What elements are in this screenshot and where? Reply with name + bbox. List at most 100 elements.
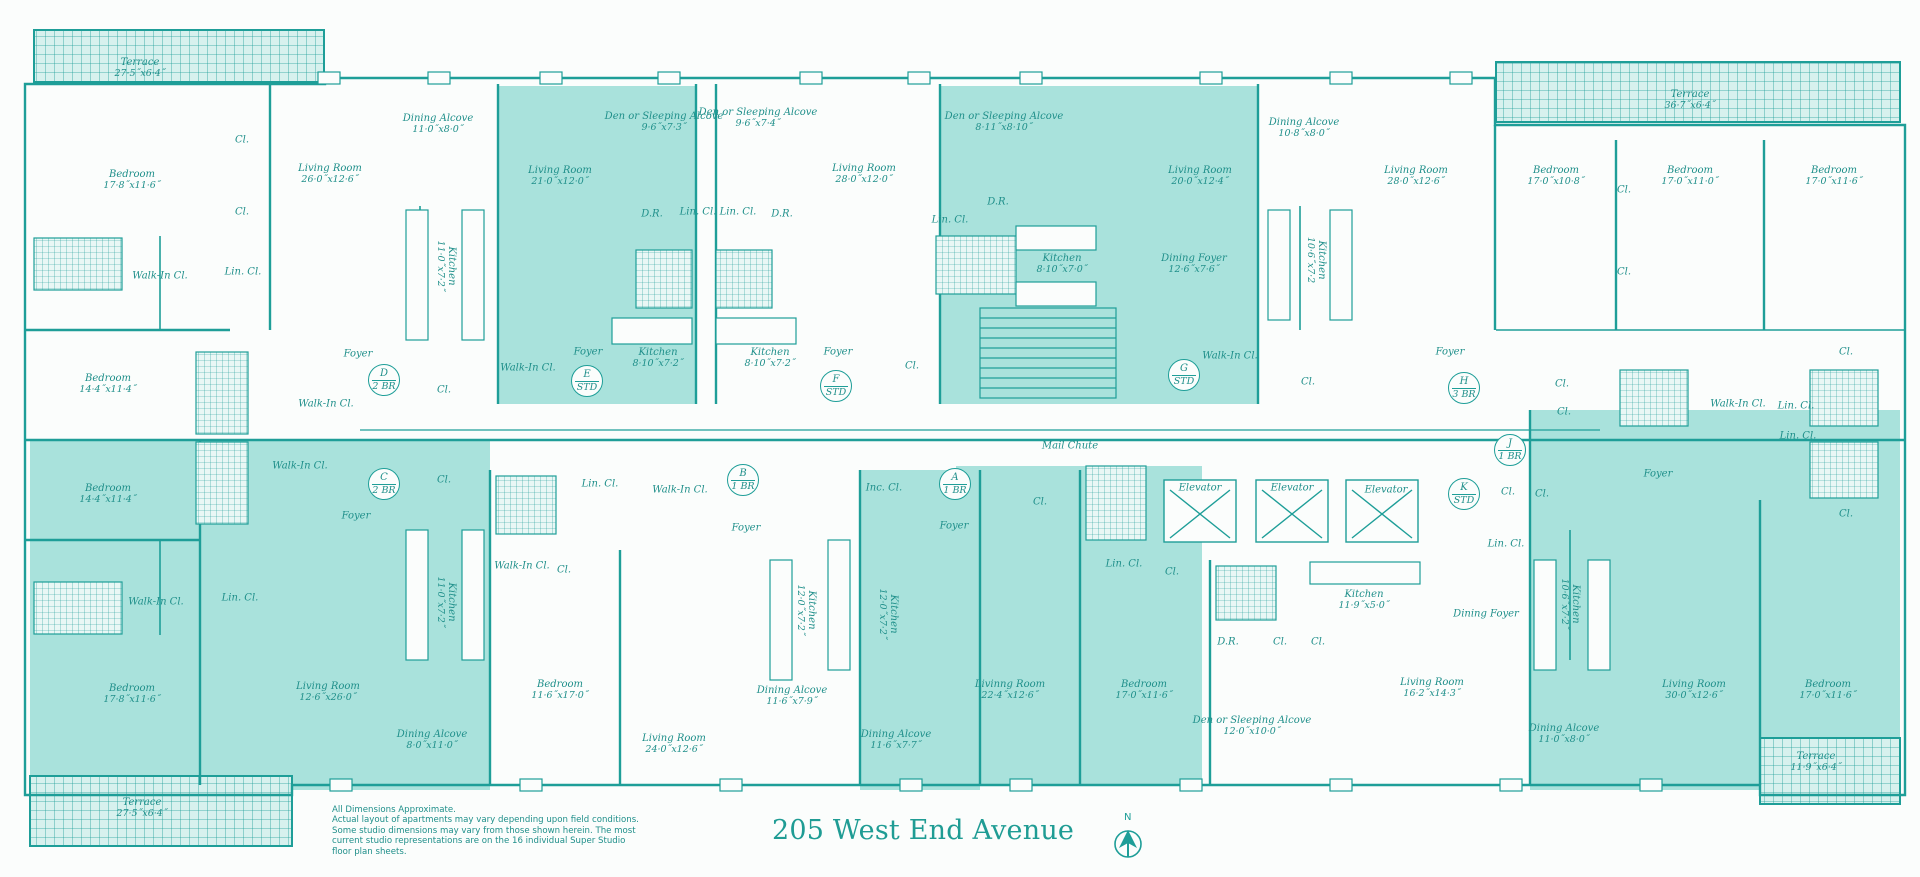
g-walkin: Walk-In Cl. [1202, 350, 1258, 362]
c-foyer: Foyer [341, 510, 371, 522]
north-arrow: N [1110, 812, 1150, 862]
elevators [1163, 479, 1419, 543]
d-walkin: Walk-In Cl. [132, 270, 188, 282]
d-foyer: Foyer [343, 348, 373, 360]
b-walkin-2: Walk-In Cl. [652, 484, 708, 496]
a-lin: Lin. Cl. [1105, 558, 1143, 570]
k-cl-2: Cl. [1310, 636, 1326, 648]
h-cl-4: Cl. [1616, 266, 1632, 278]
k-dining-foyer: Dining Foyer [1453, 608, 1519, 620]
d-lin: Lin. Cl. [224, 266, 262, 278]
kitchen-counters [405, 209, 1611, 681]
b-foyer: Foyer [731, 522, 761, 534]
mail-chute: Mail Chute [1041, 440, 1099, 452]
d-cl-1: Cl. [234, 134, 250, 146]
j-foyer: Foyer [1643, 468, 1673, 480]
h-foyer: Foyer [1435, 346, 1465, 358]
a-inc-cl: Inc. Cl. [865, 482, 903, 494]
dimension-notes: All Dimensions Approximate. Actual layou… [332, 805, 639, 857]
stairwell [979, 307, 1117, 399]
north-arrow-icon [1114, 830, 1142, 858]
terraces [29, 29, 1901, 847]
d-cl-3: Cl. [436, 384, 452, 396]
b-cl: Cl. [556, 564, 572, 576]
e-dr: D.R. [641, 208, 663, 220]
bathrooms [33, 235, 1879, 635]
h-cl-1: Cl. [1300, 376, 1316, 388]
a-cl: Cl. [1032, 496, 1048, 508]
j-lin: Lin. Cl. [1779, 430, 1817, 442]
c-lin: Lin. Cl. [221, 592, 259, 604]
k-cl-3: Cl. [1500, 486, 1516, 498]
k-dr: D.R. [1217, 636, 1239, 648]
j-cl-1: Cl. [1534, 488, 1550, 500]
f-foyer: Foyer [823, 346, 853, 358]
h-cl-5: Cl. [1838, 346, 1854, 358]
k-cl-1: Cl. [1272, 636, 1288, 648]
elevator-3: Elevator [1364, 484, 1408, 496]
d-cl-2: Cl. [234, 206, 250, 218]
g-dr: D.R. [987, 196, 1009, 208]
e-foyer: Foyer [573, 346, 603, 358]
g-lin: Lin. Cl. [931, 214, 969, 226]
h-cl-3: Cl. [1616, 184, 1632, 196]
windows [317, 71, 1663, 792]
c-walkin-2: Walk-In Cl. [128, 596, 184, 608]
elevator-2: Elevator [1270, 482, 1314, 494]
b-lin: Lin. Cl. [581, 478, 619, 490]
d-walkin-2: Walk-In Cl. [298, 398, 354, 410]
c-cl: Cl. [436, 474, 452, 486]
k-lin: Lin. Cl. [1487, 538, 1525, 550]
a-foyer: Foyer [939, 520, 969, 532]
h-walkin: Walk-In Cl. [1710, 398, 1766, 410]
f-dr: D.R. [771, 208, 793, 220]
h-cl-2: Cl. [1554, 378, 1570, 390]
f-lin: Lin. Cl. [719, 206, 757, 218]
f-cl: Cl. [904, 360, 920, 372]
north-label: N [1124, 812, 1132, 823]
